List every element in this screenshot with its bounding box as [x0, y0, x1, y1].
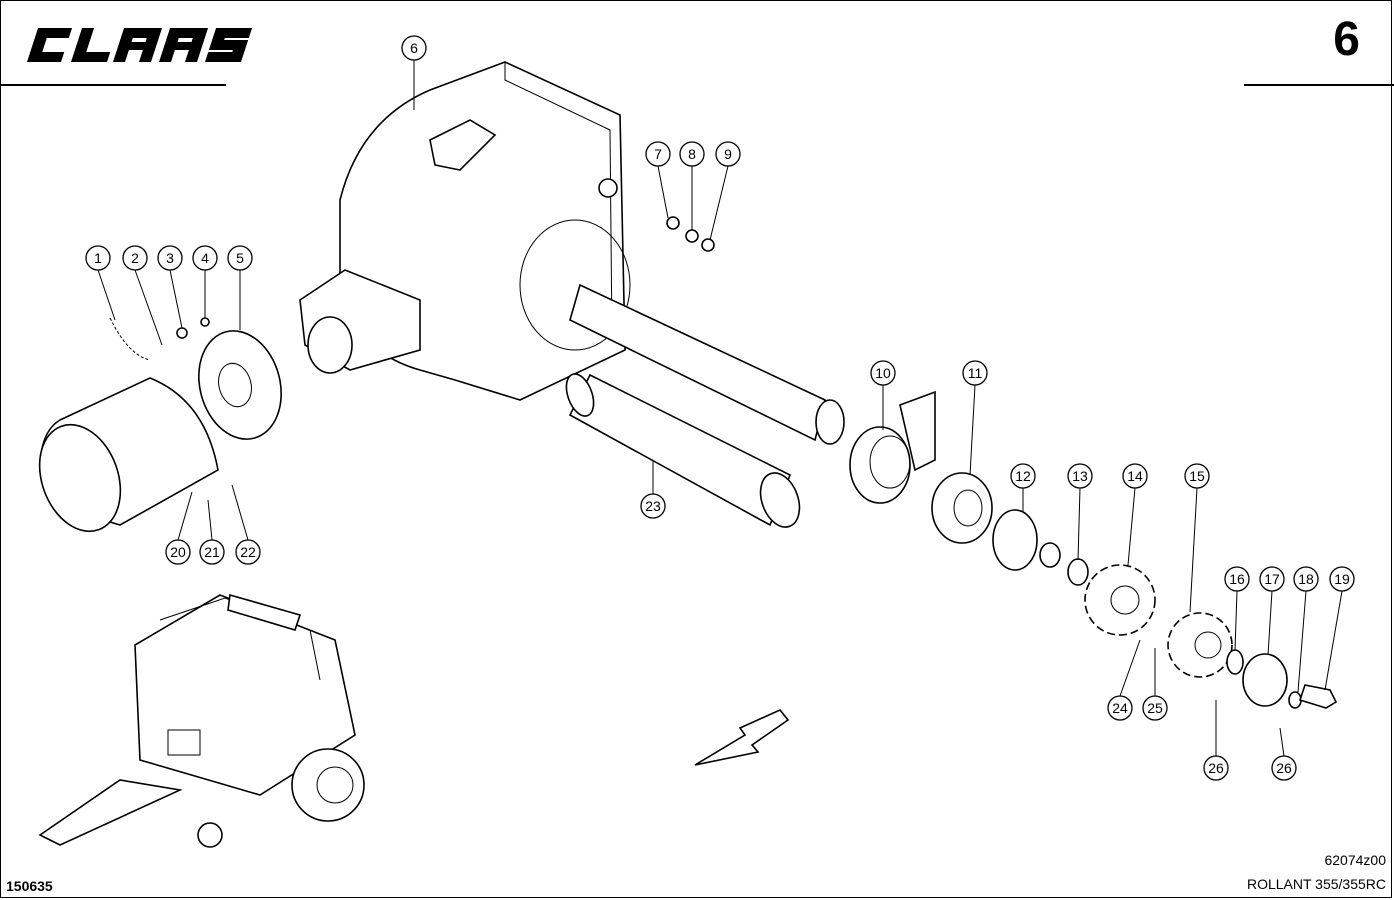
callout-24: 24 — [1107, 695, 1133, 721]
svg-text:25: 25 — [1147, 700, 1163, 716]
callout-14: 14 — [1122, 463, 1148, 489]
callout-6: 6 — [401, 35, 427, 61]
leader-lines — [97, 60, 1343, 757]
callout-7: 7 — [645, 141, 671, 167]
svg-text:9: 9 — [724, 146, 732, 162]
svg-text:10: 10 — [875, 365, 891, 381]
svg-text:14: 14 — [1127, 468, 1143, 484]
part-gearbox — [299, 61, 631, 401]
svg-text:13: 13 — [1072, 468, 1088, 484]
part-chain — [109, 317, 151, 361]
svg-text:19: 19 — [1334, 571, 1350, 587]
header-rule-right — [1244, 84, 1394, 86]
svg-text:20: 20 — [170, 544, 186, 560]
part-washer — [1226, 649, 1244, 675]
callout-13: 13 — [1067, 463, 1093, 489]
part-bearing-housing — [849, 390, 936, 504]
callout-16: 16 — [1224, 566, 1250, 592]
part-circlip — [992, 509, 1038, 571]
callout-19: 19 — [1329, 566, 1355, 592]
model-name: ROLLANT 355/355RC — [1246, 876, 1386, 892]
svg-text:16: 16 — [1229, 571, 1245, 587]
drawing-code: 62074z00 — [1324, 852, 1386, 868]
callout-10: 10 — [870, 360, 896, 386]
svg-text:23: 23 — [645, 498, 661, 514]
part-bearing — [931, 472, 993, 544]
callout-21: 21 — [199, 539, 225, 565]
svg-text:5: 5 — [236, 250, 244, 266]
callout-20: 20 — [165, 539, 191, 565]
callout-11: 11 — [962, 360, 988, 386]
svg-text:7: 7 — [654, 146, 662, 162]
svg-text:11: 11 — [968, 365, 983, 381]
callout-12: 12 — [1010, 463, 1036, 489]
svg-text:4: 4 — [201, 250, 209, 266]
svg-text:15: 15 — [1189, 468, 1205, 484]
svg-text:2: 2 — [131, 250, 139, 266]
callout-26a: 26 — [1203, 755, 1229, 781]
arrow-down-left-icon — [694, 709, 790, 766]
svg-text:6: 6 — [410, 40, 418, 56]
svg-text:18: 18 — [1298, 571, 1314, 587]
callout-4: 4 — [192, 245, 218, 271]
callout-17: 17 — [1259, 566, 1285, 592]
callout-9: 9 — [715, 141, 741, 167]
callout-18: 18 — [1293, 566, 1319, 592]
callout-25: 25 — [1142, 695, 1168, 721]
header-rule-left — [0, 84, 226, 86]
svg-text:1: 1 — [94, 250, 102, 266]
part-drive-shaft — [569, 283, 845, 445]
part-bush — [1039, 542, 1061, 568]
page-number: 6 — [1333, 13, 1360, 66]
callout-26b: 26 — [1271, 755, 1297, 781]
claas-logo — [27, 28, 252, 62]
svg-text:26: 26 — [1208, 760, 1224, 776]
callout-1: 1 — [85, 245, 111, 271]
part-sprocket-large — [1084, 564, 1156, 636]
part-hub — [1242, 653, 1288, 707]
part-tube — [565, 373, 801, 528]
svg-text:21: 21 — [204, 544, 220, 560]
callout-23: 23 — [640, 493, 666, 519]
svg-text:3: 3 — [166, 250, 174, 266]
part-bolt — [1298, 684, 1338, 709]
callout-3: 3 — [157, 245, 183, 271]
svg-text:12: 12 — [1015, 468, 1031, 484]
svg-text:26: 26 — [1276, 760, 1292, 776]
callout-2: 2 — [122, 245, 148, 271]
part-sprocket-small — [1167, 612, 1233, 678]
svg-text:24: 24 — [1112, 700, 1128, 716]
svg-text:17: 17 — [1264, 571, 1280, 587]
callout-15: 15 — [1184, 463, 1210, 489]
svg-text:22: 22 — [240, 544, 256, 560]
svg-text:8: 8 — [688, 146, 696, 162]
baler-overview — [38, 593, 365, 848]
callout-8: 8 — [679, 141, 705, 167]
callout-22: 22 — [235, 539, 261, 565]
part-cylinder-cover — [38, 377, 219, 533]
callout-5: 5 — [227, 245, 253, 271]
part-flange-disc — [198, 330, 282, 440]
document-reference: 150635 — [6, 878, 53, 894]
